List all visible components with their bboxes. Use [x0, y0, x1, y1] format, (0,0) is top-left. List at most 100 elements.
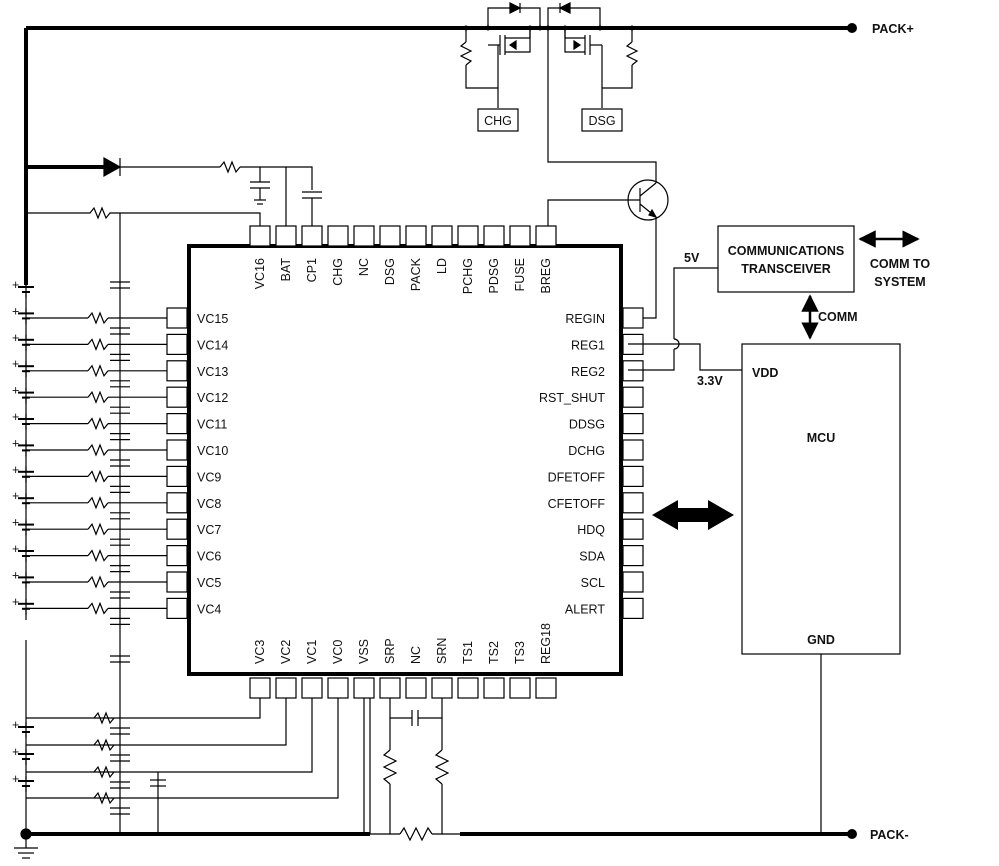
right-pin-label: DFETOFF [548, 470, 606, 484]
right-pin-rst-shut[interactable] [622, 386, 644, 408]
top-pin-label: CHG [331, 258, 345, 286]
mcu-title: MCU [807, 431, 835, 445]
left-pin-vc15[interactable] [166, 307, 188, 329]
right-pin-sda[interactable] [622, 544, 644, 567]
left-pin-vc14[interactable] [166, 333, 188, 355]
right-pin-ddsg[interactable] [622, 413, 644, 435]
top-pin-chg-3[interactable] [327, 225, 349, 247]
left-pin-vc13[interactable] [166, 360, 188, 382]
comm-to-system-line2: SYSTEM [874, 275, 925, 289]
left-pin-vc12[interactable] [166, 386, 188, 408]
mcu-block[interactable] [741, 343, 901, 655]
lower-filter [93, 711, 130, 735]
fet-dots [463, 25, 635, 31]
bottom-pin-ts1-8[interactable] [457, 677, 479, 699]
sense-resistor [399, 826, 433, 842]
left-pin-row: VC15VC14VC13VC12VC11VC10VC9VC8VC7VC6VC5V… [166, 307, 228, 620]
ground-symbol [14, 828, 38, 859]
lower-filter [93, 738, 130, 762]
left-pin-vc6[interactable] [166, 544, 188, 567]
left-pin-vc10[interactable] [166, 439, 188, 461]
transceiver-title-line2: TRANSCEIVER [741, 262, 831, 276]
top-pin-pack-6[interactable] [405, 225, 427, 247]
right-pin-cfetoff[interactable] [622, 492, 644, 514]
right-pin-alert[interactable] [622, 597, 644, 620]
cell-plus-sign: + [12, 718, 19, 732]
left-pin-label: VC10 [197, 444, 228, 458]
top-pin-fuse-10[interactable] [509, 225, 531, 247]
right-pin-dchg[interactable] [622, 439, 644, 461]
top-pin-label: BREG [539, 258, 553, 293]
filter-vc13 [26, 364, 167, 388]
bottom-pin-srp-5[interactable] [379, 677, 401, 699]
top-pin-label: DSG [383, 258, 397, 285]
bottom-pin-vc3-0[interactable] [249, 677, 271, 699]
left-pin-vc7[interactable] [166, 518, 188, 540]
top-pin-dsg-5[interactable] [379, 225, 401, 247]
comm-bus-label: COMM [818, 310, 858, 324]
bottom-cell-wiring [26, 698, 450, 834]
left-pin-vc8[interactable] [166, 492, 188, 514]
supply-network [26, 156, 322, 226]
top-pin-vc16-0[interactable] [249, 225, 271, 247]
pack-plus-terminal[interactable] [847, 23, 857, 33]
top-pin-cp1-2[interactable] [301, 225, 323, 247]
top-pin-label: FUSE [513, 258, 527, 291]
right-pin-dfetoff[interactable] [622, 465, 644, 487]
cell-plus-sign: + [12, 410, 19, 424]
left-pin-label: VC9 [197, 470, 221, 484]
bottom-pin-vss-4[interactable] [353, 677, 375, 699]
bottom-pin-srn-7[interactable] [431, 677, 453, 699]
right-pin-label: DCHG [568, 444, 605, 458]
regulator-transistor [547, 28, 669, 319]
right-pin-hdq[interactable] [622, 518, 644, 540]
bottom-pin-reg18-11[interactable] [535, 677, 557, 699]
cell-plus-sign: + [12, 772, 19, 786]
right-pin-label: RST_SHUT [539, 391, 605, 405]
bottom-pin-ts2-9[interactable] [483, 677, 505, 699]
filter-vc4 [26, 601, 167, 626]
bottom-pin-vc0-3[interactable] [327, 677, 349, 699]
ic-mcu-bus-arrow [652, 500, 734, 530]
right-pin-regin[interactable] [622, 307, 644, 329]
cell-plus-sign: + [12, 331, 19, 345]
top-pin-label: VC16 [253, 258, 267, 289]
cell-plus-sign: + [12, 542, 19, 556]
left-pin-vc9[interactable] [166, 465, 188, 487]
left-pin-label: VC11 [197, 418, 227, 432]
pack-minus-terminal[interactable] [847, 829, 857, 839]
left-pin-vc5[interactable] [166, 571, 188, 593]
bottom-pin-vc1-2[interactable] [301, 677, 323, 699]
right-pin-label: SCL [581, 576, 605, 590]
filter-vc12 [26, 390, 167, 414]
top-pin-bat-1[interactable] [275, 225, 297, 247]
chg-fet-label: CHG [484, 114, 512, 128]
comm-to-system-line1: COMM TO [870, 257, 930, 271]
left-pin-label: VC7 [197, 523, 221, 537]
top-pin-pchg-8[interactable] [457, 225, 479, 247]
bottom-pin-nc-6[interactable] [405, 677, 427, 699]
cell-plus-sign: + [12, 595, 19, 609]
filter-vc6 [26, 548, 167, 573]
left-pin-vc4[interactable] [166, 597, 188, 620]
right-pin-row: REGINREG1REG2RST_SHUTDDSGDCHGDFETOFFCFET… [539, 307, 644, 620]
chg-fet-box [477, 108, 519, 132]
top-pin-label: CP1 [305, 258, 319, 282]
right-pin-reg2[interactable] [622, 360, 644, 382]
transceiver-supply-label: 5V [684, 251, 700, 265]
top-pin-nc-4[interactable] [353, 225, 375, 247]
communications-transceiver[interactable] [717, 225, 855, 293]
right-pin-scl[interactable] [622, 571, 644, 593]
top-pin-label: BAT [279, 258, 293, 282]
top-pin-breg-11[interactable] [535, 225, 557, 247]
left-pin-label: VC15 [197, 312, 228, 326]
bottom-pin-vc2-1[interactable] [275, 677, 297, 699]
bottom-pin-ts3-10[interactable] [509, 677, 531, 699]
left-pin-vc11[interactable] [166, 413, 188, 435]
top-pin-ld-7[interactable] [431, 225, 453, 247]
filter-vc15 [26, 311, 167, 335]
top-pin-pdsg-9[interactable] [483, 225, 505, 247]
bottom-pin-label: TS3 [513, 641, 527, 664]
